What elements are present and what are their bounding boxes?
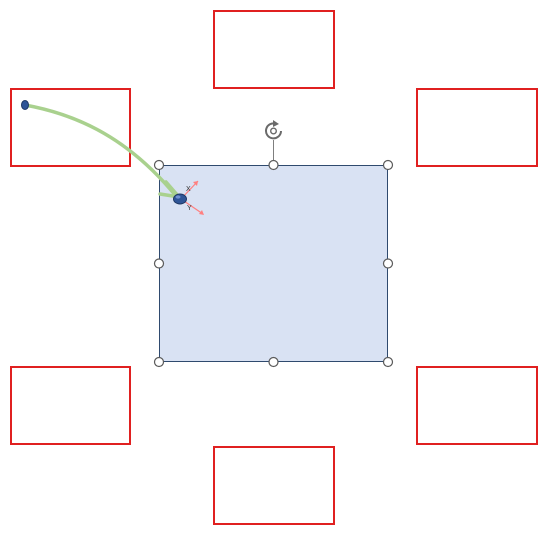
resize-handle-top-left[interactable]: [153, 159, 165, 171]
placeholder-box-bottom-left[interactable]: [10, 366, 131, 445]
resize-handle-bottom-right[interactable]: [382, 356, 394, 368]
placeholder-box-left[interactable]: [10, 88, 131, 167]
resize-handle-left[interactable]: [153, 258, 165, 269]
rotate-icon[interactable]: [265, 120, 282, 140]
placeholder-box-bottom-right[interactable]: [416, 366, 538, 445]
selected-rectangle-shape[interactable]: [159, 165, 388, 362]
resize-handle-bottom-left[interactable]: [153, 356, 165, 368]
placeholder-box-bottom[interactable]: [213, 446, 335, 525]
resize-handle-top-right[interactable]: [382, 159, 394, 171]
resize-handle-right[interactable]: [382, 258, 394, 269]
placeholder-box-top[interactable]: [213, 10, 335, 89]
resize-handle-top[interactable]: [268, 159, 279, 171]
placeholder-box-right[interactable]: [416, 88, 538, 167]
resize-handle-bottom[interactable]: [268, 356, 279, 368]
